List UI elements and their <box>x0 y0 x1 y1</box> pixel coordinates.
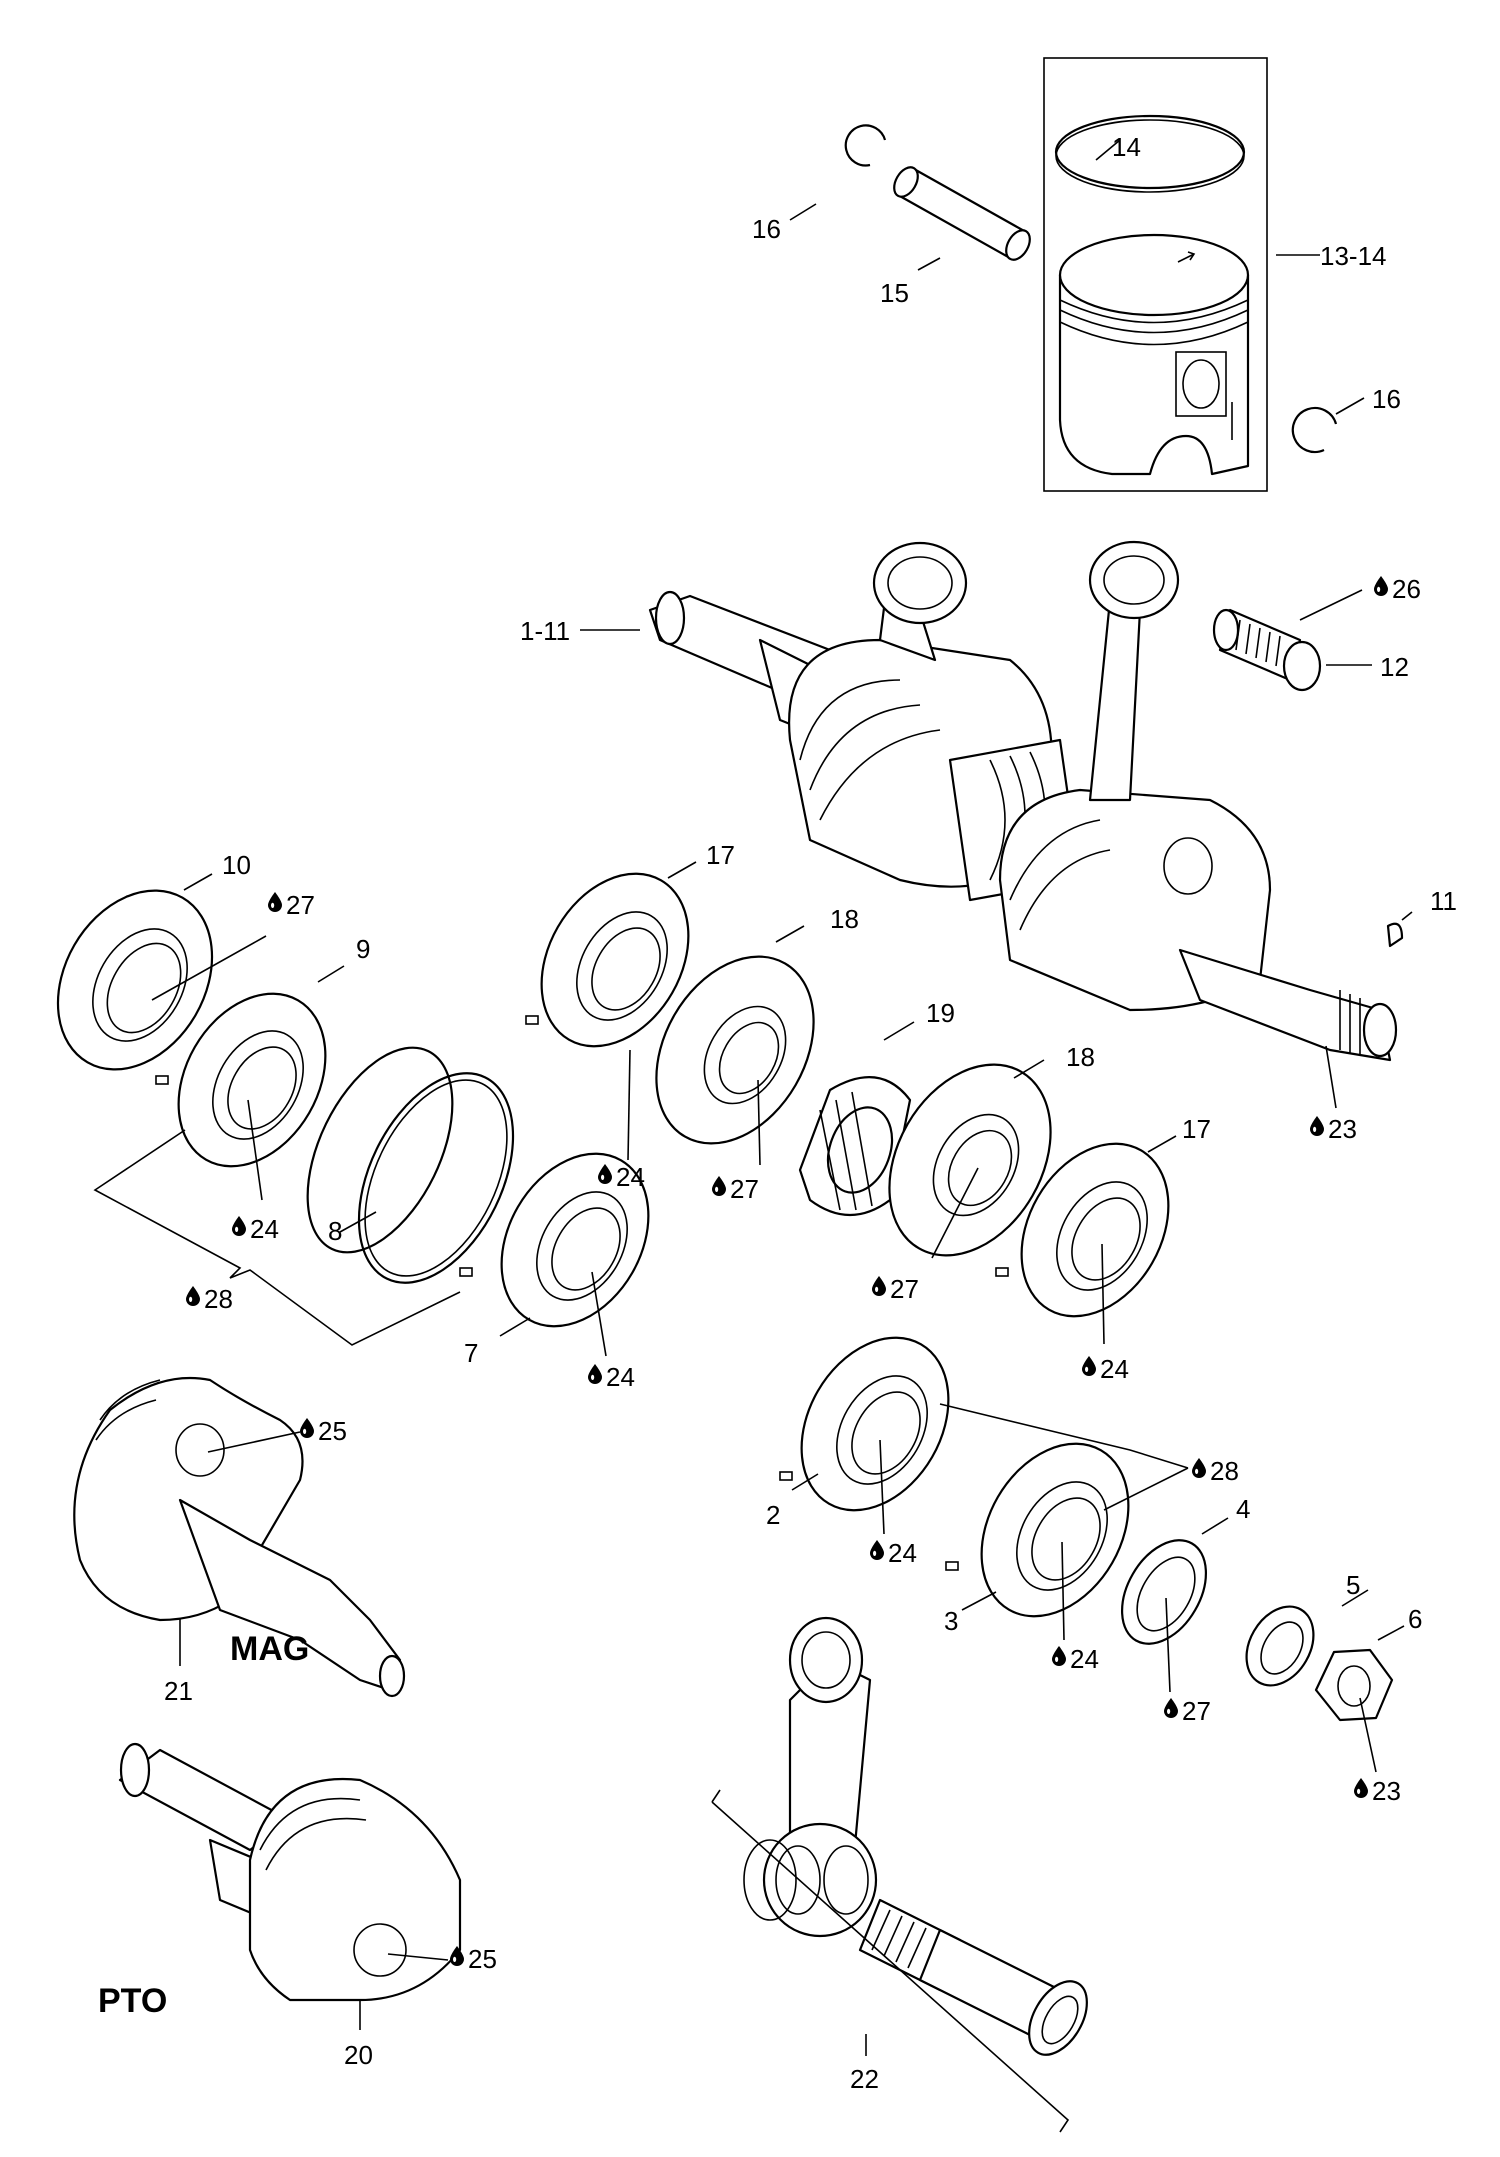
circlip-8 <box>306 1046 515 1284</box>
callout-21: 21 <box>164 1676 193 1706</box>
callout-8: 8 <box>328 1216 342 1246</box>
leader-lines <box>151 139 1413 2056</box>
lube-icon <box>1354 1778 1368 1798</box>
lube-icon <box>300 1418 314 1438</box>
piston-ring <box>1054 114 1246 193</box>
callout-22: 22 <box>850 2064 879 2094</box>
oil-seal-18a <box>655 955 815 1145</box>
lube-icon <box>1082 1356 1096 1376</box>
ball-bearing-7 <box>500 1152 650 1328</box>
callout-14: 14 <box>1112 132 1141 162</box>
small-end-bearing <box>1212 608 1302 682</box>
bracket-28-left <box>93 1129 461 1346</box>
piston-kit-frame <box>1043 57 1268 492</box>
callout-9: 9 <box>356 934 370 964</box>
callout-28-b: 28 <box>1210 1456 1239 1486</box>
oil-seal-10 <box>56 889 214 1071</box>
bracket-20-22 <box>711 1789 1070 2133</box>
circlip-right <box>1291 406 1338 454</box>
callout-26: 26 <box>1392 574 1421 604</box>
lock-washer-5 <box>1245 1605 1315 1687</box>
lube-icon <box>1310 1116 1324 1136</box>
callout-23-a: 23 <box>1328 1114 1357 1144</box>
piston <box>1058 233 1250 476</box>
callout-16-right: 16 <box>1372 384 1401 414</box>
lube-icon <box>186 1286 200 1306</box>
callout-7: 7 <box>464 1338 478 1368</box>
callout-4: 4 <box>1236 1494 1250 1524</box>
mag-crank-half <box>73 1376 406 1698</box>
wrist-pin <box>893 166 1031 261</box>
callout-1-11: 1-11 <box>520 616 570 646</box>
lube-icon <box>1192 1458 1206 1478</box>
ball-bearing-17b <box>1020 1142 1170 1318</box>
callout-24-f: 24 <box>1070 1644 1099 1674</box>
lube-icon <box>1052 1646 1066 1666</box>
callout-6: 6 <box>1408 1604 1422 1634</box>
callout-18-a: 18 <box>830 904 859 934</box>
callout-2: 2 <box>766 1500 780 1530</box>
callout-24-b: 24 <box>250 1214 279 1244</box>
lube-icon <box>588 1364 602 1384</box>
lube-icon <box>1374 576 1388 596</box>
ball-bearing-9 <box>177 992 327 1168</box>
callout-25-b: 25 <box>468 1944 497 1974</box>
callout-12: 12 <box>1380 652 1409 682</box>
callout-24-c: 24 <box>606 1362 635 1392</box>
lube-icon <box>268 892 282 912</box>
callout-17-b: 17 <box>1182 1114 1211 1144</box>
distributor-gear <box>798 1076 912 1217</box>
callout-11: 11 <box>1430 886 1457 916</box>
thrust-washer <box>1282 640 1322 692</box>
crankshaft-assembly <box>648 540 1398 1062</box>
callout-18-b: 18 <box>1066 1042 1095 1072</box>
callout-27-b: 27 <box>730 1174 759 1204</box>
lube-icon <box>870 1540 884 1560</box>
oil-seal-18b <box>888 1063 1052 1257</box>
circlip-top <box>844 124 887 167</box>
pto-crank-half <box>118 1742 462 2002</box>
callout-19: 19 <box>926 998 955 1028</box>
mag-label: MAG <box>230 1630 309 1668</box>
callout-25-a: 25 <box>318 1416 347 1446</box>
pto-label: PTO <box>98 1982 167 2020</box>
ball-bearing-3 <box>980 1442 1130 1618</box>
oil-seal-4 <box>1120 1539 1208 1645</box>
ball-bearing-2 <box>800 1336 950 1512</box>
callout-27-c: 27 <box>890 1274 919 1304</box>
lube-icon <box>872 1276 886 1296</box>
callout-13-14: 13-14 <box>1320 241 1387 271</box>
callout-17-a: 17 <box>706 840 735 870</box>
ball-bearing-17a <box>540 872 690 1048</box>
callout-24-e: 24 <box>888 1538 917 1568</box>
callout-28-a: 28 <box>204 1284 233 1314</box>
callout-27-d: 27 <box>1182 1696 1211 1726</box>
piston-group <box>844 57 1338 492</box>
woodruff-key <box>1386 922 1404 948</box>
callout-24-d: 24 <box>1100 1354 1129 1384</box>
lube-icon <box>232 1216 246 1236</box>
callout-15: 15 <box>880 278 909 308</box>
callout-5: 5 <box>1346 1570 1360 1600</box>
callout-10: 10 <box>222 850 251 880</box>
lube-icon <box>712 1176 726 1196</box>
connecting-rod-kit <box>743 1616 1088 2056</box>
callout-20: 20 <box>344 2040 373 2070</box>
callout-23-b: 23 <box>1372 1776 1401 1806</box>
callout-3: 3 <box>944 1606 958 1636</box>
nut-6 <box>1314 1648 1394 1722</box>
lube-icon <box>1164 1698 1178 1718</box>
callout-24-a: 24 <box>616 1162 645 1192</box>
dowel-pins <box>155 1015 1009 1571</box>
callout-27-a: 27 <box>286 890 315 920</box>
callout-labels: 13-14 14 15 16 16 1-11 26 12 10 27 9 17 … <box>98 132 1457 2094</box>
callout-16-top: 16 <box>752 214 781 244</box>
